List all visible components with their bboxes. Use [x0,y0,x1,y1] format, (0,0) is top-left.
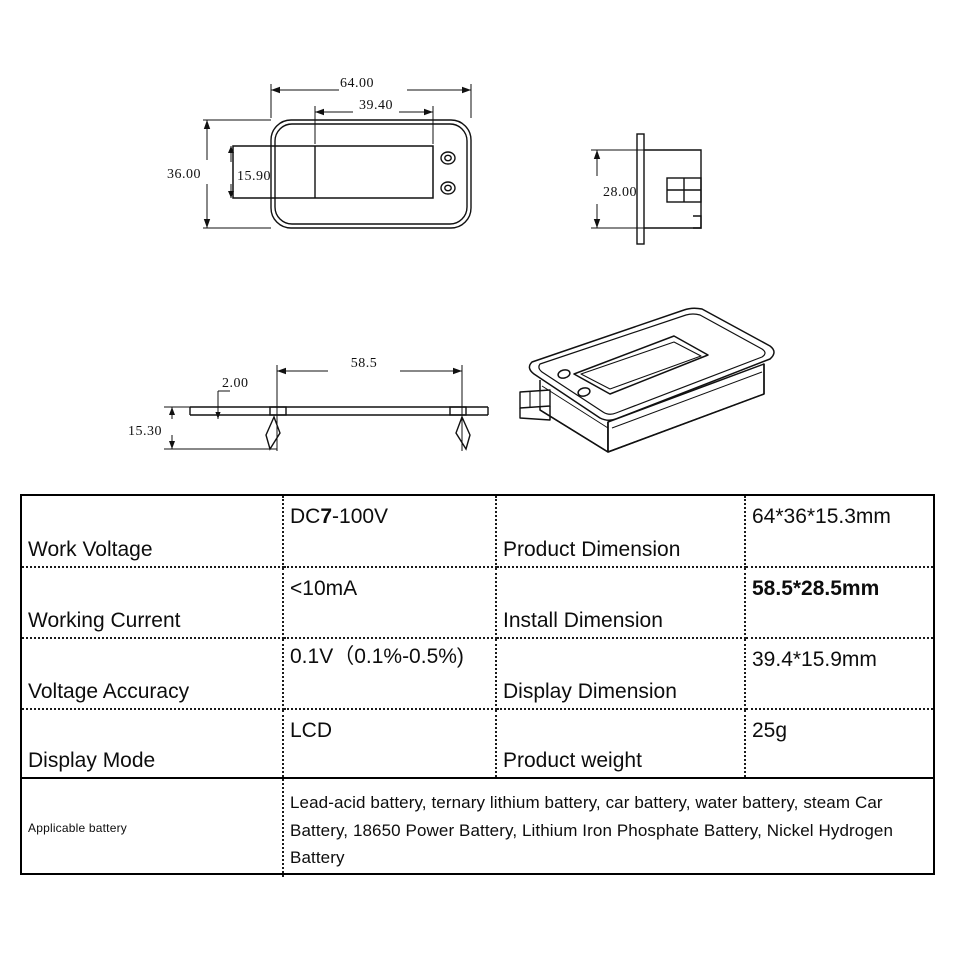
specification-table: Work Voltage DC7-100V Product Dimension … [20,494,935,877]
work-voltage-bold-digit: 7 [320,505,333,528]
dim-label-install-height: 28.00 [603,185,637,200]
section-view-drawing: 58.5 2.00 15.30 [128,345,540,460]
spec-value-applicable-battery: Lead-acid battery, ternary lithium batte… [290,793,893,868]
spec-value-install-dimension: 58.5*28.5mm [745,567,933,639]
dim-label-height-overall: 36.00 [167,167,201,182]
work-voltage-prefix: DC [290,505,321,528]
spec-label-applicable-battery: Applicable battery [22,778,284,877]
dim-label-body-depth: 15.30 [128,424,162,439]
table-row: Voltage Accuracy 0.1V（0.1%-0.5%) Display… [22,638,933,710]
front-view-drawing: 64.00 39.40 36.00 15.90 [167,72,495,267]
dim-label-display-height: 15.90 [237,169,271,184]
spec-label-product-weight: Product weight [496,709,746,779]
spec-label-display-dimension: Display Dimension [496,638,746,710]
spec-label-product-dimension: Product Dimension [496,496,746,568]
table-row: Display Mode LCD Product weight 25g [22,709,933,779]
isometric-view-drawing [512,302,802,467]
spec-value-display-mode: LCD [283,709,497,779]
dim-label-display-width: 39.40 [359,98,393,113]
side-view-drawing: 28.00 [575,128,755,258]
dim-label-width-overall: 64.00 [340,76,374,91]
table-row: Applicable battery Lead-acid battery, te… [22,778,933,877]
spec-label-install-dimension: Install Dimension [496,567,746,639]
dim-label-install-width: 58.5 [351,356,378,371]
spec-value-product-dimension: 64*36*15.3mm [745,496,933,568]
spec-label-display-mode: Display Mode [22,709,284,779]
table-row: Working Current <10mA Install Dimension … [22,567,933,639]
table-row: Work Voltage DC7-100V Product Dimension … [22,496,933,568]
spec-label-work-voltage: Work Voltage [22,496,284,568]
spec-value-voltage-accuracy: 0.1V（0.1%-0.5%) [283,638,497,710]
dim-label-bezel-thickness: 2.00 [222,376,249,391]
spec-value-product-weight: 25g [745,709,933,779]
spec-value-display-dimension: 39.4*15.9mm [745,638,933,710]
spec-value-work-voltage: DC7-100V [283,496,497,568]
spec-label-voltage-accuracy: Voltage Accuracy [22,638,284,710]
spec-value-working-current: <10mA [283,567,497,639]
drawings-area: 64.00 39.40 36.00 15.90 [128,72,802,467]
work-voltage-suffix: -100V [332,505,389,528]
spec-label-working-current: Working Current [22,567,284,639]
